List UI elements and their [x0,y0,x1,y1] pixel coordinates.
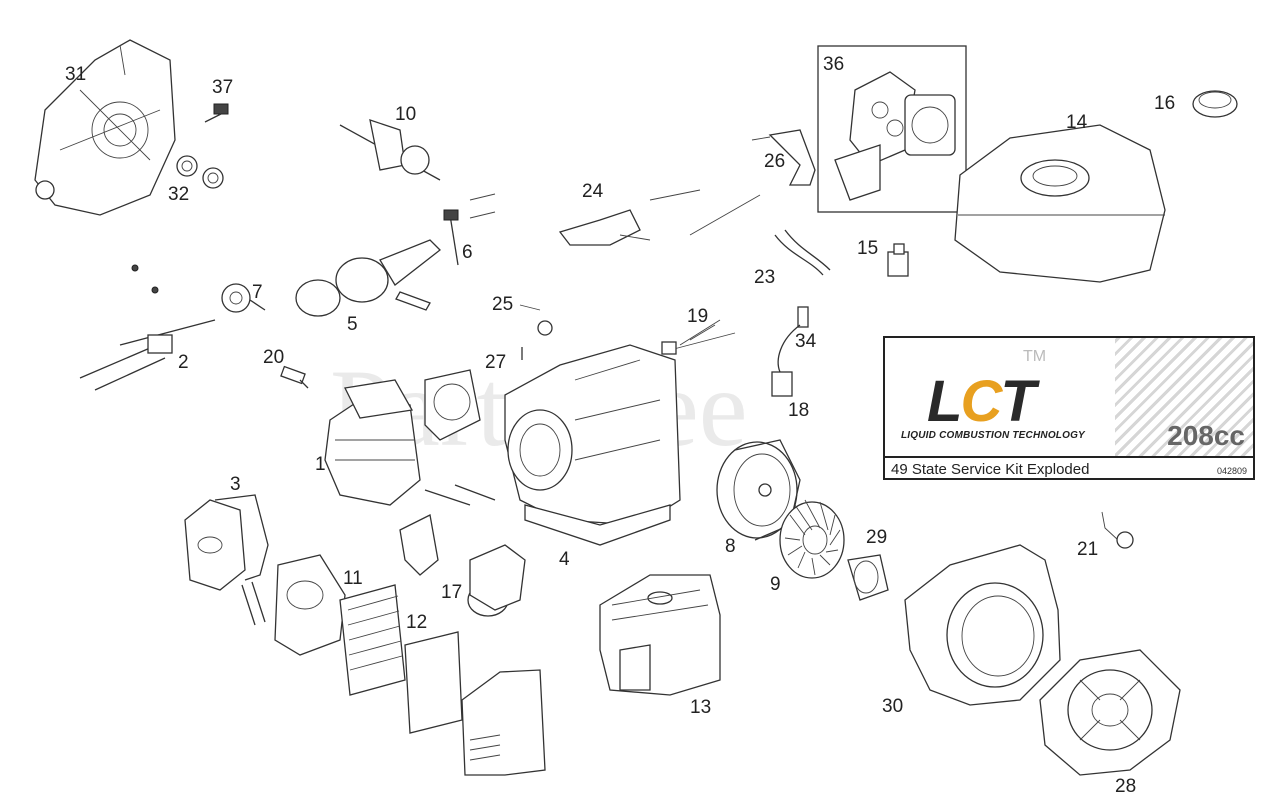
part-label-24: 24 [582,181,604,202]
part-label-29: 29 [866,527,887,548]
displacement-cell: 208cc [1115,338,1253,456]
kit-title: 49 State Service Kit Exploded [891,461,1090,478]
part-label-36: 36 [823,54,844,75]
part-8-flywheel[interactable] [716,439,801,541]
part-34-plug-cap[interactable] [777,306,809,373]
part-label-4: 4 [559,549,570,570]
part-36-gasket-set[interactable] [817,45,967,213]
part-pushrods[interactable] [424,484,496,506]
part-label-31: 31 [65,64,86,85]
part-2-rocker-assembly[interactable] [79,264,216,391]
part-31-crankcase-cover[interactable] [34,39,176,216]
part-air-filter-cover[interactable] [461,669,546,776]
part-21-ground-wire[interactable] [1101,511,1134,549]
part-label-26: 26 [764,151,785,172]
part-23-fuel-line[interactable] [774,229,831,276]
part-label-14: 14 [1066,112,1088,133]
part-label-8: 8 [725,536,736,557]
lct-tagline: LIQUID COMBUSTION TECHNOLOGY [901,430,1085,441]
part-30-blower-housing[interactable] [904,544,1061,706]
part-label-18: 18 [788,400,809,421]
part-6-bolts[interactable] [443,193,496,266]
part-19-wire-harness[interactable] [661,319,736,355]
part-label-16: 16 [1154,93,1175,114]
part-label-3: 3 [230,474,241,495]
part-label-19: 19 [687,306,708,327]
kit-info-box: TM LCT LIQUID COMBUSTION TECHNOLOGY 208c… [883,336,1255,480]
part-12-air-filter-element[interactable] [339,584,406,696]
part-engine-block[interactable] [504,344,681,546]
part-linkage-springs[interactable] [649,189,761,236]
diagram-code: 042809 [1216,466,1247,476]
part-7-camshaft-gear[interactable] [221,283,266,313]
part-label-2: 2 [178,352,189,373]
part-10-crankshaft[interactable] [339,119,441,181]
kit-title-row: 49 State Service Kit Exploded 042809 [885,456,1253,482]
part-label-21: 21 [1077,539,1098,560]
part-label-23: 23 [754,267,775,288]
part-32-bearings[interactable] [176,155,224,189]
part-label-34: 34 [795,331,817,352]
part-label-20: 20 [263,347,284,368]
lct-logo-cell: TM LCT LIQUID COMBUSTION TECHNOLOGY [885,338,1117,456]
part-26-throttle-lever[interactable] [751,129,816,186]
part-label-9: 9 [770,574,781,595]
displacement-label: 208cc [1167,420,1245,451]
part-label-11: 11 [343,568,363,589]
part-label-32: 32 [168,184,189,205]
lct-logo: LCT [927,369,1036,434]
part-label-1: 1 [315,454,326,475]
part-17-carburetor[interactable] [399,514,526,617]
part-20-spark-plug[interactable] [280,365,309,389]
part-37-oil-sensor[interactable] [204,103,229,123]
part-cylinder-head-gasket[interactable] [424,369,481,441]
part-label-37: 37 [212,77,233,98]
part-1-cylinder-head[interactable] [324,379,421,506]
part-label-30: 30 [882,696,903,717]
part-3-valve-cover[interactable] [184,494,269,591]
part-label-13: 13 [690,697,711,718]
part-9-cooling-fan[interactable] [779,499,845,579]
part-11-air-filter-base[interactable] [274,554,346,656]
part-label-15: 15 [857,238,878,259]
part-label-27: 27 [485,352,506,373]
trademark-mark: TM [1023,348,1047,365]
part-label-25: 25 [492,294,513,315]
part-14-fuel-tank[interactable] [954,124,1166,283]
part-18-ignition-module[interactable] [771,371,793,397]
part-15-fuel-valve[interactable] [887,243,909,277]
part-13-muffler[interactable] [599,574,721,696]
part-25-spring[interactable] [519,304,553,336]
part-24-control-bracket[interactable] [558,209,651,246]
part-label-7: 7 [252,282,263,303]
part-16-fuel-cap[interactable] [1192,90,1238,118]
part-label-6: 6 [462,242,473,263]
part-air-filter-gasket[interactable] [404,631,463,734]
part-label-12: 12 [406,612,427,633]
part-5-piston[interactable] [295,239,441,317]
part-28-recoil-starter[interactable] [1039,649,1181,776]
part-label-17: 17 [441,582,462,603]
part-label-10: 10 [395,104,416,125]
part-label-28: 28 [1115,776,1136,797]
part-29-starter-cup[interactable] [847,554,889,601]
part-breather-tube[interactable] [241,581,266,626]
part-label-5: 5 [347,314,358,335]
